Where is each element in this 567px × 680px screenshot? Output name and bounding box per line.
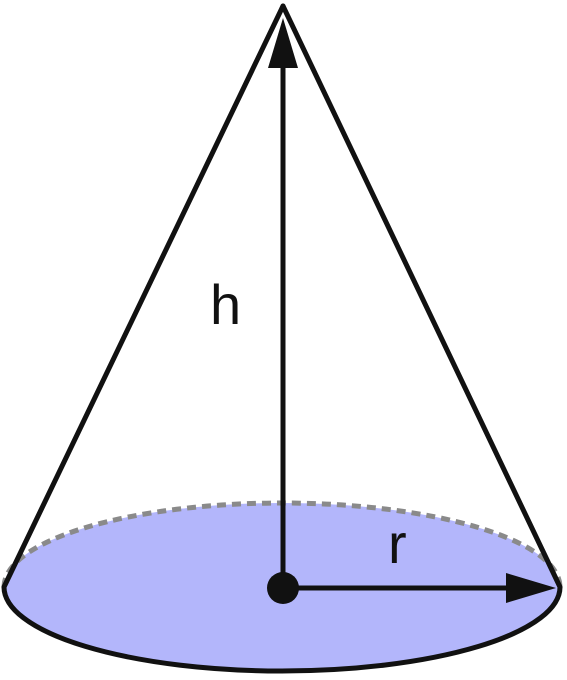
height-arrowhead bbox=[268, 18, 298, 68]
cone-right-side bbox=[280, 3, 563, 590]
height-label: h bbox=[210, 273, 241, 336]
center-point bbox=[267, 572, 299, 604]
radius-label: r bbox=[388, 512, 407, 575]
cone-base-front-edge bbox=[1, 586, 563, 674]
radius-arrowhead bbox=[506, 573, 556, 603]
cone-left-side bbox=[1, 3, 286, 590]
